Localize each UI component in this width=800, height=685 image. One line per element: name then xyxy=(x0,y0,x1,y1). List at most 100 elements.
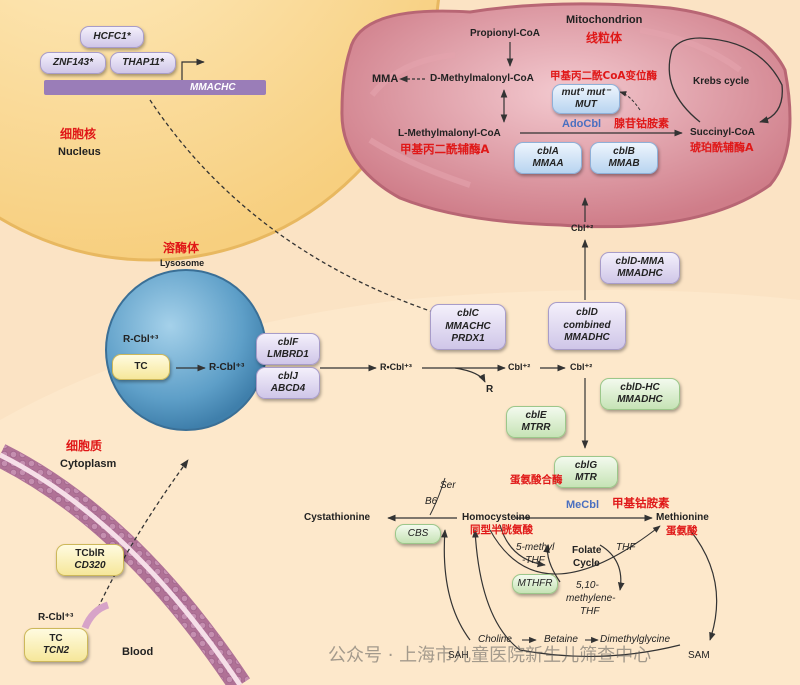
gene-znf143-label: ZNF143* xyxy=(52,56,93,68)
cystathionine: Cystathionine xyxy=(304,512,371,523)
gene-hcfc1: HCFC1* xyxy=(80,26,144,48)
methyl-thf-1: 5-methyl xyxy=(516,542,555,553)
blood-tc: TC TCN2 xyxy=(24,628,88,662)
nucleus-label-en: Nucleus xyxy=(58,146,101,158)
lysosome-label-en: Lysosome xyxy=(160,258,205,268)
r-cbl3-cytoplasm: R•Cbl⁺³ xyxy=(380,362,412,372)
dmg-label: Dimethylglycine xyxy=(600,634,671,645)
gene-mmachc-bar-label: MMACHC xyxy=(190,82,236,93)
cytoplasm-label-en: Cytoplasm xyxy=(60,458,117,470)
sam-label: SAM xyxy=(688,650,710,661)
blood-label: Blood xyxy=(122,646,154,658)
methionine: Methionine xyxy=(656,512,709,523)
gene-mthfr: MTHFR xyxy=(512,574,558,594)
methylene-2: methylene- xyxy=(566,593,616,604)
gene-znf143: ZNF143* xyxy=(40,52,106,74)
mut-enzyme-cn: 甲基丙二酰CoA变位酶 xyxy=(550,70,658,82)
adocbl-cn: 腺苷钴胺素 xyxy=(614,117,669,130)
succinyl-coa: Succinyl-CoA xyxy=(690,127,756,138)
cbld-hc-line2: MMADHC xyxy=(617,394,663,405)
cble-line1: cblE xyxy=(525,409,547,421)
cblg-line1: cblG xyxy=(574,459,598,471)
ser-label: Ser xyxy=(440,480,456,491)
cbla-line2: MMAA xyxy=(532,158,564,169)
cbla-line1: cblA xyxy=(537,145,559,157)
lysosome-tc: TC xyxy=(112,354,170,380)
watermark: 公众号 · 上海市儿童医院新生儿筛查中心 xyxy=(328,645,652,666)
mito-label-en: Mitochondrion xyxy=(566,14,643,26)
folate-cycle-1: Folate xyxy=(572,545,602,556)
lysosome-r-cbl3: R-Cbl⁺³ xyxy=(123,334,159,345)
gene-cblg: cblG MTR xyxy=(554,456,618,488)
betaine-label: Betaine xyxy=(544,634,578,645)
mecbl-label: MeCbl xyxy=(566,499,599,511)
cblc-line3: PRDX1 xyxy=(451,333,485,345)
cbl2-top: Cbl⁺² xyxy=(571,223,594,233)
methionine-cn: 蛋氨酸 xyxy=(666,525,698,537)
gene-thap11-label: THAP11* xyxy=(122,56,164,68)
gene-cbs: CBS xyxy=(395,524,441,544)
mthfr-label: MTHFR xyxy=(517,577,553,589)
r-product: R xyxy=(486,384,494,395)
gene-mut: mut° mut⁻ MUT xyxy=(552,84,620,114)
gene-cblj: cblJ ABCD4 xyxy=(256,367,320,399)
gene-hcfc1-label: HCFC1* xyxy=(93,30,131,42)
gene-thap11: THAP11* xyxy=(110,52,176,74)
cbld-line2: combined xyxy=(563,319,611,331)
cbs-label: CBS xyxy=(407,527,429,539)
methyl-thf-2: -THF xyxy=(522,555,545,566)
cbld-mma-line2: MMADHC xyxy=(617,268,663,279)
krebs-cycle-label: Krebs cycle xyxy=(693,76,750,87)
cblg-cn: 蛋氨酸合酶 xyxy=(510,474,563,486)
lysosome-tc-label: TC xyxy=(134,360,148,372)
cbl2-a: Cbl⁺² xyxy=(508,362,531,372)
cblb-line2: MMAB xyxy=(608,158,640,169)
propionyl-coa: Propionyl-CoA xyxy=(470,28,540,39)
tcblr-line1: TCblR xyxy=(75,547,105,559)
d-methylmalonyl-coa: D-Methylmalonyl-CoA xyxy=(430,73,534,84)
b6-label: B6 xyxy=(425,496,438,507)
tcblr-line2: CD320 xyxy=(74,560,106,571)
cblb-line1: cblB xyxy=(613,145,635,157)
gene-cbld-hc: cblD-HC MMADHC xyxy=(600,378,680,410)
methylene-1: 5,10- xyxy=(576,580,599,591)
blood-r-cbl3: R-Cbl⁺³ xyxy=(38,612,74,623)
mito-label-cn: 线粒体 xyxy=(586,31,623,45)
homocysteine: Homocysteine xyxy=(462,512,531,523)
l-methylmalonyl-coa: L-Methylmalonyl-CoA xyxy=(398,128,501,139)
cytoplasm-label-cn: 细胞质 xyxy=(66,439,103,453)
cblj-line2: ABCD4 xyxy=(270,383,306,394)
gene-cblb: cblB MMAB xyxy=(590,142,658,174)
cblf-line1: cblF xyxy=(277,336,299,348)
cblc-line2: MMACHC xyxy=(445,320,491,332)
gene-cbld-combined: cblD combined MMADHC xyxy=(548,302,626,350)
mut-line1: mut° mut⁻ xyxy=(561,86,611,98)
cblg-line2: MTR xyxy=(575,472,597,483)
gene-cbla: cblA MMAA xyxy=(514,142,582,174)
nucleus-label-cn: 细胞核 xyxy=(60,127,97,141)
cbld-mma-line1: cblD-MMA xyxy=(615,255,665,267)
cbld-line3: MMADHC xyxy=(564,332,610,344)
lysosome-label-cn: 溶酶体 xyxy=(163,241,200,255)
gene-cbld-mma: cblD-MMA MMADHC xyxy=(600,252,680,284)
sah-label: SAH xyxy=(448,650,469,661)
mma-label: MMA xyxy=(372,73,399,85)
cbl2-b: Cbl⁺² xyxy=(570,362,593,372)
methylene-3: THF xyxy=(580,606,600,617)
receptor-tcblr: TCblR CD320 xyxy=(56,544,124,576)
gene-cblf: cblF LMBRD1 xyxy=(256,333,320,365)
cble-line2: MTRR xyxy=(521,422,551,433)
mecbl-cn: 甲基钴胺素 xyxy=(612,496,670,510)
blood-tc-line1: TC xyxy=(49,632,63,644)
cbld-hc-line1: cblD-HC xyxy=(620,381,660,393)
lysosome-r-cbl3-out: R-Cbl⁺³ xyxy=(209,362,245,373)
cblf-line2: LMBRD1 xyxy=(267,349,309,360)
cblc-line1: cblC xyxy=(457,308,479,320)
thf-label: THF xyxy=(616,542,636,553)
succinyl-cn: 琥珀酰辅酶A xyxy=(690,141,754,154)
cblj-line1: cblJ xyxy=(277,370,298,382)
gene-cblc: cblC MMACHC PRDX1 xyxy=(430,304,506,350)
folate-cycle-2: Cycle xyxy=(573,558,600,569)
